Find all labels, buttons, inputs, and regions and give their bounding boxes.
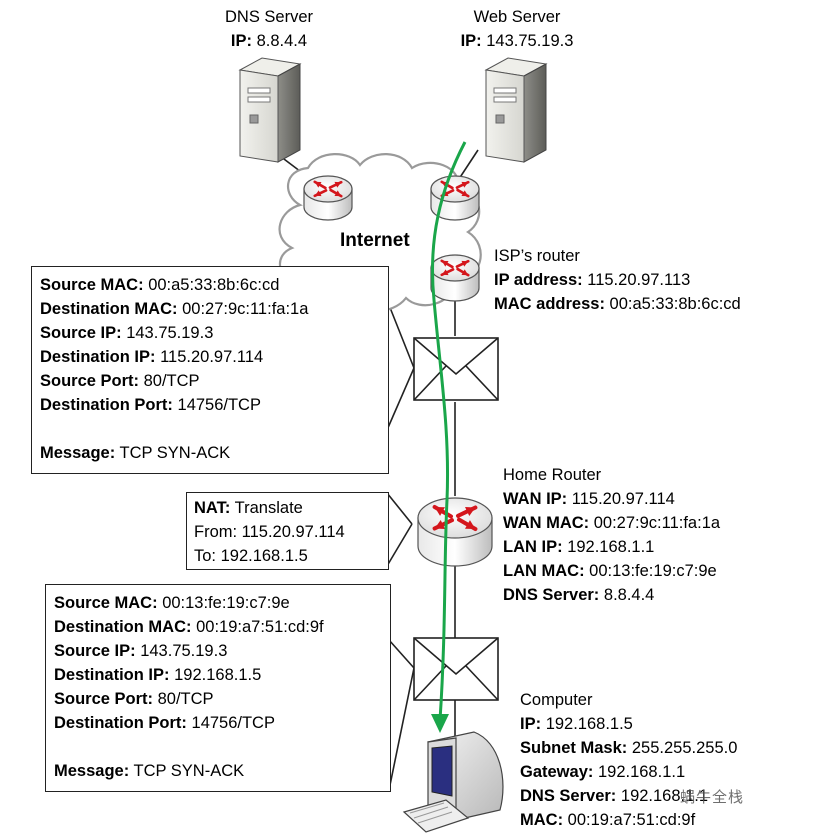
packet-top-row: Destination Port: 14756/TCP xyxy=(40,396,261,414)
dns-ip-value: 8.8.4.4 xyxy=(256,32,308,50)
home-router-row: DNS Server: 8.8.4.4 xyxy=(503,586,655,604)
isp-ip-label: IP address: xyxy=(494,271,583,289)
computer-label: Computer IP: 192.168.1.5 Subnet Mask: 25… xyxy=(520,688,737,832)
packet-top-details: Source MAC: 00:a5:33:8b:6c:cd Destinatio… xyxy=(40,273,308,465)
computer-icon xyxy=(402,731,504,833)
packet-bottom-row: Destination Port: 14756/TCP xyxy=(54,714,275,732)
computer-row: IP: 192.168.1.5 xyxy=(520,715,633,733)
packet-bottom-message: Message: TCP SYN-ACK xyxy=(54,762,245,780)
packet-top-row: Destination IP: 115.20.97.114 xyxy=(40,348,264,366)
bottom-callout-pointer-b xyxy=(388,667,415,791)
packet-top-message: Message: TCP SYN-ACK xyxy=(40,444,231,462)
envelope-icon-top xyxy=(413,337,499,401)
top-callout-pointer-a xyxy=(386,299,415,369)
computer-row: DNS Server: 192.168.1.1 xyxy=(520,787,709,805)
envelope-icon-bottom xyxy=(413,637,499,701)
home-router-icon xyxy=(417,497,493,567)
packet-top-row: Destination MAC: 00:27:9c:11:fa:1a xyxy=(40,300,309,318)
isp-ip-value: 115.20.97.113 xyxy=(587,271,691,289)
isp-router-icon xyxy=(430,254,480,302)
dns-server-label: DNS Server IP: 8.8.4.4 xyxy=(195,5,343,53)
web-ip-value: 143.75.19.3 xyxy=(486,32,574,50)
packet-bottom-row: Source Port: 80/TCP xyxy=(54,690,214,708)
home-router-title: Home Router xyxy=(503,466,602,484)
web-ip-label: IP: xyxy=(460,32,482,50)
home-router-row: LAN IP: 192.168.1.1 xyxy=(503,538,655,556)
packet-top-row: Source MAC: 00:a5:33:8b:6c:cd xyxy=(40,276,280,294)
dns-ip-label: IP: xyxy=(230,32,253,50)
top-callout-pointer-b xyxy=(386,367,415,431)
web-server-label: Web Server IP: 143.75.19.3 xyxy=(435,5,599,53)
web-server-icon xyxy=(484,57,548,163)
packet-bottom-row: Source IP: 143.75.19.3 xyxy=(54,642,228,660)
nat-from: From: 115.20.97.114 xyxy=(194,523,345,541)
packet-bottom-details: Source MAC: 00:13:fe:19:c7:9e Destinatio… xyxy=(54,591,324,783)
packet-path-arrowhead xyxy=(431,714,449,733)
connection-lines xyxy=(271,149,479,791)
isp-mac-value: 00:a5:33:8b:6c:cd xyxy=(609,295,741,313)
packet-top-row: Source Port: 80/TCP xyxy=(40,372,200,390)
nat-label: NAT: xyxy=(194,499,231,517)
home-router-row: WAN MAC: 00:27:9c:11:fa:1a xyxy=(503,514,721,532)
dns-server-title: DNS Server xyxy=(224,8,314,26)
watermark: 蜗牛全栈 xyxy=(680,789,745,806)
computer-title: Computer xyxy=(520,691,593,709)
isp-mac-label: MAC address: xyxy=(494,295,605,313)
packet-bottom-row: Destination IP: 192.168.1.5 xyxy=(54,666,262,684)
nat-callout-pointer-a xyxy=(386,492,413,525)
nat-callout-pointer-b xyxy=(386,523,413,567)
packet-bottom-callout xyxy=(45,584,391,792)
home-router-row: LAN MAC: 00:13:fe:19:c7:9e xyxy=(503,562,717,580)
isp-router-title: ISP’s router xyxy=(494,247,580,265)
packet-bottom-row: Source MAC: 00:13:fe:19:c7:9e xyxy=(54,594,290,612)
nat-details: NAT: Translate From: 115.20.97.114 To: 1… xyxy=(194,496,345,568)
nat-action: Translate xyxy=(234,499,303,517)
computer-row: Gateway: 192.168.1.1 xyxy=(520,763,686,781)
internet-label: Internet xyxy=(340,230,410,251)
nat-to: To: 192.168.1.5 xyxy=(194,547,308,565)
dns-side-router-icon xyxy=(303,175,353,221)
packet-path xyxy=(430,141,467,721)
web-server-title: Web Server xyxy=(473,8,561,26)
packet-top-row: Source IP: 143.75.19.3 xyxy=(40,324,214,342)
home-router-row: WAN IP: 115.20.97.114 xyxy=(503,490,675,508)
computer-row: Subnet Mask: 255.255.255.0 xyxy=(520,739,738,757)
isp-router-label: ISP’s router IP address: 115.20.97.113 M… xyxy=(494,244,741,316)
bottom-callout-pointer-a xyxy=(388,639,415,669)
packet-top-callout xyxy=(31,266,389,474)
computer-row: MAC: 00:19:a7:51:cd:9f xyxy=(520,811,696,829)
nat-callout xyxy=(186,492,389,570)
packet-bottom-row: Destination MAC: 00:19:a7:51:cd:9f xyxy=(54,618,324,636)
dns-server-icon xyxy=(238,57,302,163)
home-router-label: Home Router WAN IP: 115.20.97.114 WAN MA… xyxy=(503,463,720,607)
